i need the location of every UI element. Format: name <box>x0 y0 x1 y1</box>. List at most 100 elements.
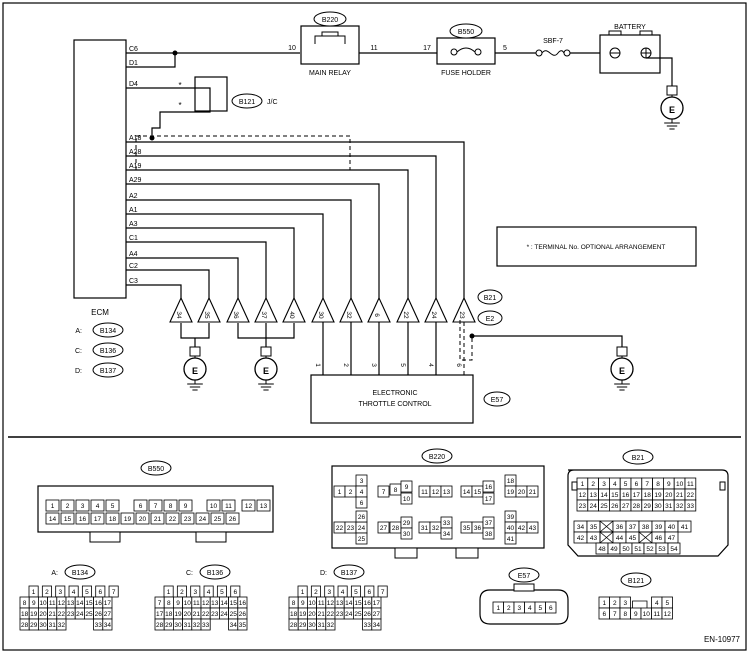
ecm-block <box>73 39 127 299</box>
connector-pin-label: 26 <box>364 611 372 618</box>
note-text: * : TERMINAL No. OPTIONAL ARRANGEMENT <box>527 244 666 251</box>
connector-cell <box>400 492 413 505</box>
fuse-holder-box <box>436 37 496 65</box>
connector-pin-label: 14 <box>345 600 353 607</box>
connector-pin-label: 31 <box>49 622 57 629</box>
connector-pin-label: 23 <box>184 516 192 523</box>
connector-pin-label: 10 <box>308 600 316 607</box>
connector-pin-label: 5 <box>624 481 628 488</box>
connector-pin-label: 7 <box>112 589 116 596</box>
connector-pin-label: 3 <box>193 589 197 596</box>
connector-pin-label: 27 <box>622 503 630 510</box>
connector-cell <box>377 521 390 534</box>
jc-bridge <box>151 87 211 138</box>
connector-cell <box>371 618 382 631</box>
connector-pin-label: 15 <box>354 600 362 607</box>
connector-pin-label: 21 <box>529 489 537 496</box>
connector-pin-label: 19 <box>507 489 515 496</box>
ground-connector <box>666 85 678 96</box>
connector-pin-label: 21 <box>49 611 57 618</box>
ecm-legend-prefix: C: <box>75 348 82 355</box>
connector-cell <box>440 485 453 498</box>
ground-connector <box>260 346 272 357</box>
connector-code: B137 <box>341 570 357 577</box>
wire-gnd-mid <box>237 323 295 347</box>
ecm-legend-prefix: A: <box>75 328 82 335</box>
connector-cell <box>108 585 119 598</box>
connector-code-bubble <box>64 564 96 580</box>
connector-pin-label: 4 <box>341 589 345 596</box>
connector-pin-label: 30 <box>39 622 47 629</box>
connector-pin-label: 34 <box>443 531 451 538</box>
ecm-pin-a28: A28 <box>129 149 142 156</box>
connector-cell <box>210 512 225 525</box>
ground-letter: E <box>192 366 198 376</box>
sbf-fuse: SBF-7 <box>535 38 571 57</box>
connector-pin-label: 8 <box>169 503 173 510</box>
connector-prefix: C: <box>186 570 193 577</box>
connector-pin-label: 33 <box>364 622 372 629</box>
connector-pin-label: 3 <box>58 589 62 596</box>
connector-pin-label: 30 <box>308 622 316 629</box>
connector-pin-label: 46 <box>655 535 663 542</box>
ground-right: E <box>610 346 634 391</box>
main-relay-label: MAIN RELAY <box>309 70 351 77</box>
ecm-pin-c3: C3 <box>129 278 138 285</box>
connector-pin-label: 7 <box>382 489 386 496</box>
connector-prefix: D: <box>320 570 327 577</box>
callout-e2-bubble <box>477 310 503 326</box>
connector-pin-label: 51 <box>634 546 642 553</box>
connector-pin-label: 36 <box>474 525 482 532</box>
connector-pin-label: 16 <box>364 600 372 607</box>
throttle-code: E57 <box>491 397 504 404</box>
connector-pin-label: 10 <box>184 600 192 607</box>
ecm-terminal-37 <box>254 296 278 323</box>
b21-key-right <box>719 481 726 491</box>
connector-cell <box>241 499 256 512</box>
signal-wire-c3 <box>126 284 182 298</box>
throttle-line1: ELECTRONIC <box>372 390 417 397</box>
b21-blank-cell <box>599 531 614 544</box>
connector-cell <box>377 585 388 598</box>
ecm-terminal-label: 23 <box>458 311 465 319</box>
connector-pin-label: 16 <box>239 600 247 607</box>
connector-pin-label: 4 <box>72 589 76 596</box>
ground-letter: E <box>619 366 625 376</box>
connector-code: B21 <box>632 455 645 462</box>
connector-pin-label: 16 <box>485 484 493 491</box>
connector-pin-label: 25 <box>230 611 238 618</box>
sbf-fuse-terminal-left <box>535 49 543 57</box>
connector-pin-label: 7 <box>158 600 162 607</box>
connector-pin-label: 26 <box>358 514 366 521</box>
connector-pin-label: 12 <box>202 600 210 607</box>
connector-pin-label: 23 <box>347 525 355 532</box>
connector-pin-label: 9 <box>176 600 180 607</box>
connector-pin-label: 21 <box>193 611 201 618</box>
b21-key-left <box>571 481 578 491</box>
ground-letter: E <box>263 366 269 376</box>
connector-pin-label: 2 <box>45 589 49 596</box>
sbf-fuse-terminal-right <box>563 49 571 57</box>
connector-cell <box>56 618 67 631</box>
ecm-label: ECM <box>91 308 109 317</box>
connector-pin-label: 18 <box>21 611 29 618</box>
connector-pin-label: 1 <box>51 503 55 510</box>
connector-pin-label: 32 <box>676 503 684 510</box>
connector-cell <box>105 499 120 512</box>
connector-cell <box>102 618 113 631</box>
connector-pin-label: 41 <box>681 524 689 531</box>
connector-pin-label: 6 <box>549 605 553 612</box>
connector-pin-label: 8 <box>656 481 660 488</box>
connector-cell <box>225 512 240 525</box>
connector-pin-label: 3 <box>602 481 606 488</box>
connector-pin-label: 26 <box>611 503 619 510</box>
connector-pin-label: 6 <box>98 589 102 596</box>
callout-b21: B21 <box>484 295 497 302</box>
connector-pin-label: 15 <box>64 516 72 523</box>
fuse-holder: B550 FUSE HOLDER 17 5 <box>423 23 507 77</box>
signal-wire-a3 <box>126 227 295 298</box>
